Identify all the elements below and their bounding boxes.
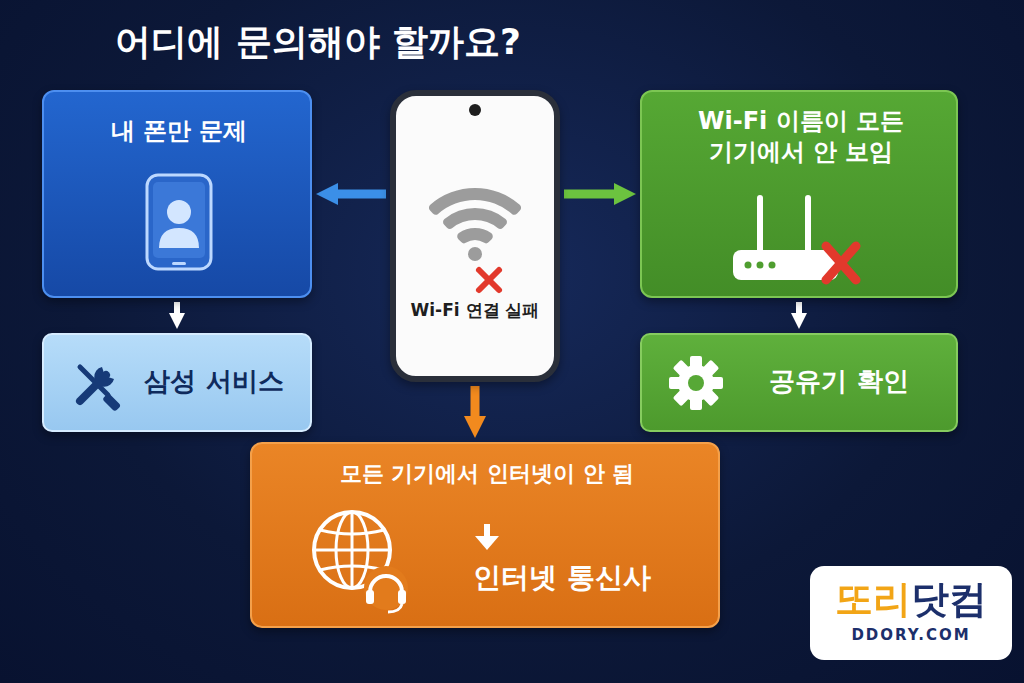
phone-shape: Wi-Fi 연결 실패 [390, 90, 560, 382]
logo-wordmark: 또리닷컴 [810, 574, 1012, 625]
contact-box: 공유기 확인 [640, 333, 958, 432]
phone-person-icon [144, 172, 214, 272]
node-label: Wi-Fi 연결 실패 [400, 299, 550, 321]
wifi-fail-icon [415, 174, 535, 299]
problem-box: 모든 기기에서 인터넷이 안 됨인터넷 통신사 [250, 442, 720, 628]
flow-arrow [796, 302, 802, 313]
logo-url: DDORY.COM [810, 626, 1012, 644]
flow-arrow [471, 386, 480, 416]
problem-box: Wi-Fi 이름이 모든 기기에서 안 보임 [640, 90, 958, 298]
globe-headset-icon [304, 504, 414, 616]
camera-dot [469, 104, 481, 116]
tools-icon [70, 357, 122, 409]
router-icon [728, 194, 858, 286]
gear-icon [668, 355, 724, 411]
down-arrow [473, 522, 501, 552]
flow-arrow [564, 190, 614, 199]
node-label: 모든 기기에서 인터넷이 안 됨 [262, 460, 712, 489]
problem-box: 내 폰만 문제 [42, 90, 312, 298]
flow-arrow [174, 302, 180, 313]
node-label: Wi-Fi 이름이 모든 기기에서 안 보임 [652, 106, 950, 168]
node-label: 공유기 확인 [734, 365, 944, 399]
diagram-title: 어디에 문의해야 할까요? [115, 18, 521, 67]
node-label: 삼성 서비스 [124, 365, 304, 399]
node-label: 내 폰만 문제 [54, 116, 304, 147]
contact-box: 삼성 서비스 [42, 333, 312, 432]
logo-panel: 또리닷컴DDORY.COM [810, 566, 1012, 660]
flow-arrow [338, 190, 386, 199]
node-sublabel: 인터넷 통신사 [422, 560, 702, 596]
